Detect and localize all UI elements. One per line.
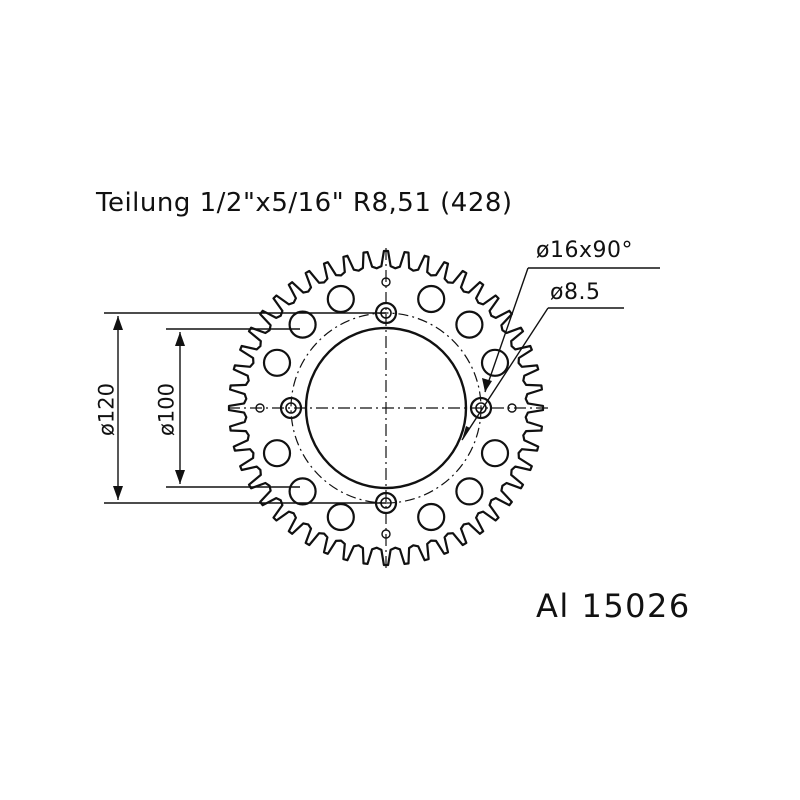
inner-pcd-label: ø100 <box>154 383 179 436</box>
lightening-hole <box>326 502 355 532</box>
leader-arrow-b <box>462 426 470 440</box>
lightening-hole <box>455 310 484 339</box>
bolt-diameter-callout: ø8.5 <box>550 280 601 305</box>
lightening-hole <box>455 477 484 506</box>
bolt-hole-inner <box>285 402 297 414</box>
pitch-heading: Teilung 1/2"x5/16" R8,51 (428) <box>96 188 513 218</box>
leader-diameter <box>461 307 549 441</box>
pin-hole <box>255 403 265 413</box>
pin-hole <box>381 529 391 539</box>
lightening-hole <box>262 348 292 377</box>
bolt-hole-callout: ø16x90° <box>536 238 633 263</box>
leader-bolt-callout <box>484 267 529 393</box>
part-number: Al 15026 <box>536 587 691 625</box>
dimension-lines <box>104 267 660 504</box>
outer-pcd-label: ø120 <box>94 383 119 436</box>
lightening-hole <box>480 348 510 377</box>
lightening-hole <box>480 439 510 468</box>
arrow-120-bottom <box>113 486 123 500</box>
pin-hole <box>507 403 517 413</box>
arrow-120-top <box>113 316 123 330</box>
sprocket-outline <box>227 248 552 568</box>
arrow-100-top <box>175 332 185 346</box>
leader-arrow-a <box>482 378 492 392</box>
sprocket-teeth <box>227 249 545 567</box>
bolt-hole-outer <box>469 396 493 420</box>
lightening-hole <box>417 284 446 314</box>
arrow-100-bottom <box>175 470 185 484</box>
lightening-hole <box>288 477 317 506</box>
bolt-hole-inner <box>475 402 487 414</box>
lightening-hole <box>417 502 446 532</box>
lightening-hole <box>326 284 355 314</box>
lightening-hole <box>288 310 317 339</box>
lightening-holes <box>262 284 510 532</box>
lightening-hole <box>262 439 292 468</box>
pin-hole <box>381 277 391 287</box>
bolt-hole-outer <box>279 396 303 420</box>
